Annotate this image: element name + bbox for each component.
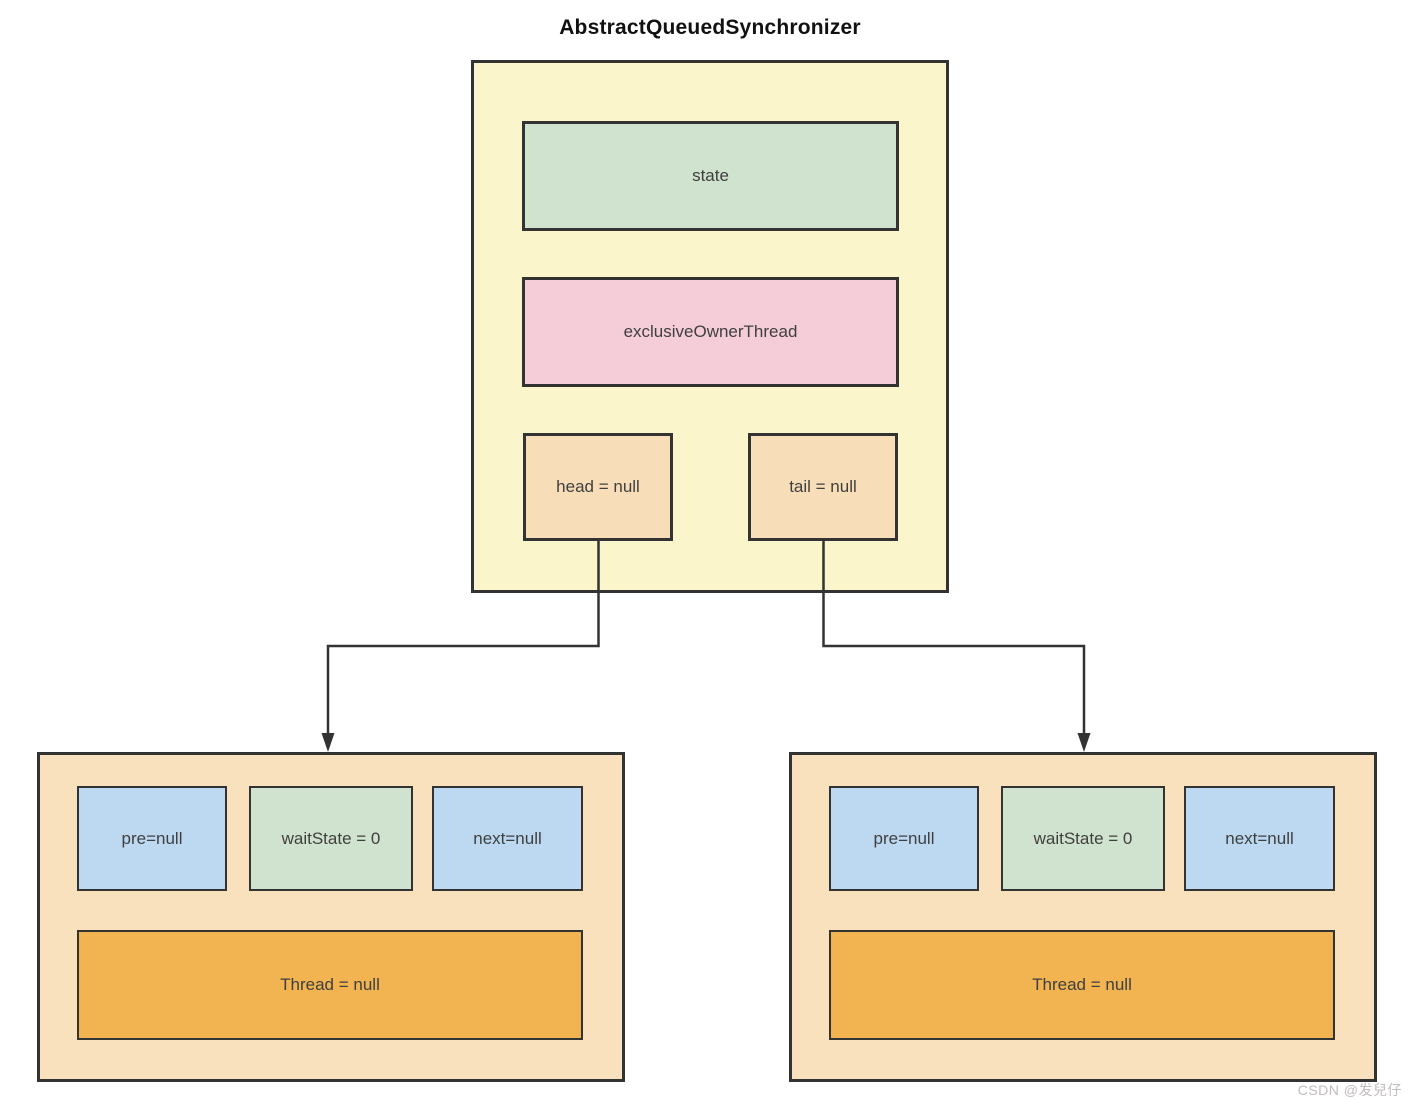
csdn-watermark: CSDN @发兒仔: [1297, 1082, 1402, 1098]
head-node-box: pre=null waitState = 0 next=null Thread …: [37, 752, 625, 1082]
state-field-box: state: [522, 121, 899, 231]
diagram-title: AbstractQueuedSynchronizer: [559, 16, 861, 39]
tail-pointer-box: tail = null: [748, 433, 898, 541]
exclusive-owner-thread-field-box: exclusiveOwnerThread: [522, 277, 899, 387]
head-node-pre-field-box: pre=null: [77, 786, 227, 891]
tail-node-next-field-box: next=null: [1184, 786, 1335, 891]
head-pointer-box: head = null: [523, 433, 673, 541]
aqs-container-box: state exclusiveOwnerThread head = null t…: [471, 60, 949, 593]
head-node-wait-state-field-box: waitState = 0: [249, 786, 413, 891]
tail-node-wait-state-field-box: waitState = 0: [1001, 786, 1165, 891]
tail-node-thread-field-box: Thread = null: [829, 930, 1335, 1040]
tail-node-pre-field-box: pre=null: [829, 786, 979, 891]
head-node-next-field-box: next=null: [432, 786, 583, 891]
head-node-thread-field-box: Thread = null: [77, 930, 583, 1040]
tail-node-box: pre=null waitState = 0 next=null Thread …: [789, 752, 1377, 1082]
